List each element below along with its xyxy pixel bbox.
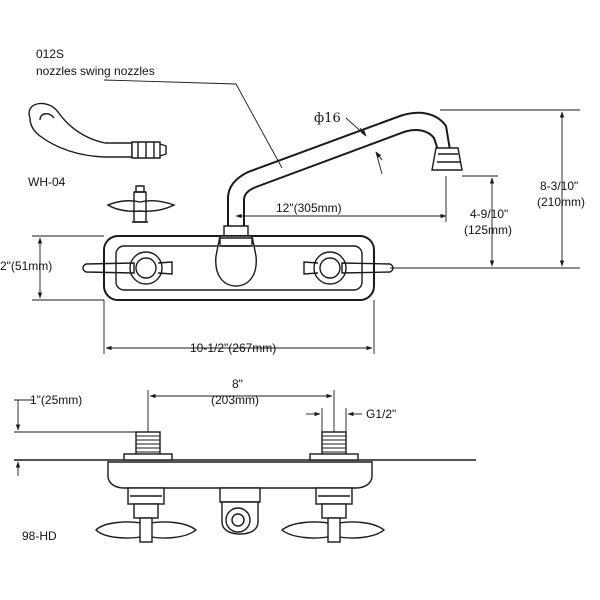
swing-spout (223, 111, 463, 237)
spout-leader-line (103, 79, 283, 169)
center-spacing-mm-label: (203mm) (211, 393, 259, 407)
wh04-lever-handle (28, 102, 167, 159)
spout-reach-dimension (235, 176, 447, 222)
total-height-dimension (440, 109, 580, 269)
right-valve-front (280, 487, 386, 543)
tee-handle-detail (106, 185, 176, 223)
handle-model-label: WH-04 (28, 175, 66, 189)
center-spacing-in-label: 8" (232, 377, 243, 391)
left-shank (123, 431, 173, 461)
thread-size-label: G1/2" (366, 407, 396, 421)
right-valve-top (303, 251, 394, 285)
body-height-label: 2"(51mm) (0, 259, 52, 273)
thread-size-dimension (306, 408, 362, 432)
spout-height-mm-label: (125mm) (464, 223, 512, 237)
left-valve-front (95, 487, 198, 543)
spout-model-label: 012S (36, 47, 64, 61)
body-width-dimension (103, 300, 375, 354)
body-height-dimension (32, 235, 104, 301)
spout-height-in-label: 4-9/10" (470, 207, 508, 221)
spout-height-dimension (390, 175, 498, 269)
left-valve-top (82, 251, 173, 285)
faucet-body-front (107, 461, 373, 489)
tube-diameter-label: ф16 (314, 111, 341, 126)
total-height-in-label: 8-3/10" (540, 179, 578, 193)
tube-diameter-dimension (345, 117, 383, 175)
center-spacing-dimension (147, 390, 335, 432)
shank-length-label: 1"(25mm) (30, 393, 82, 407)
shank-length-dimension (14, 399, 136, 476)
total-height-mm-label: (210mm) (537, 195, 585, 209)
faucet-body (103, 235, 375, 301)
right-shank (309, 431, 359, 461)
center-outlet-front (219, 487, 261, 535)
body-width-label: 10-1/2"(267mm) (190, 341, 276, 355)
spout-note-label: nozzles swing nozzles (36, 64, 155, 78)
spout-reach-label: 12"(305mm) (276, 201, 342, 215)
valve-model-label: 98-HD (22, 529, 57, 543)
